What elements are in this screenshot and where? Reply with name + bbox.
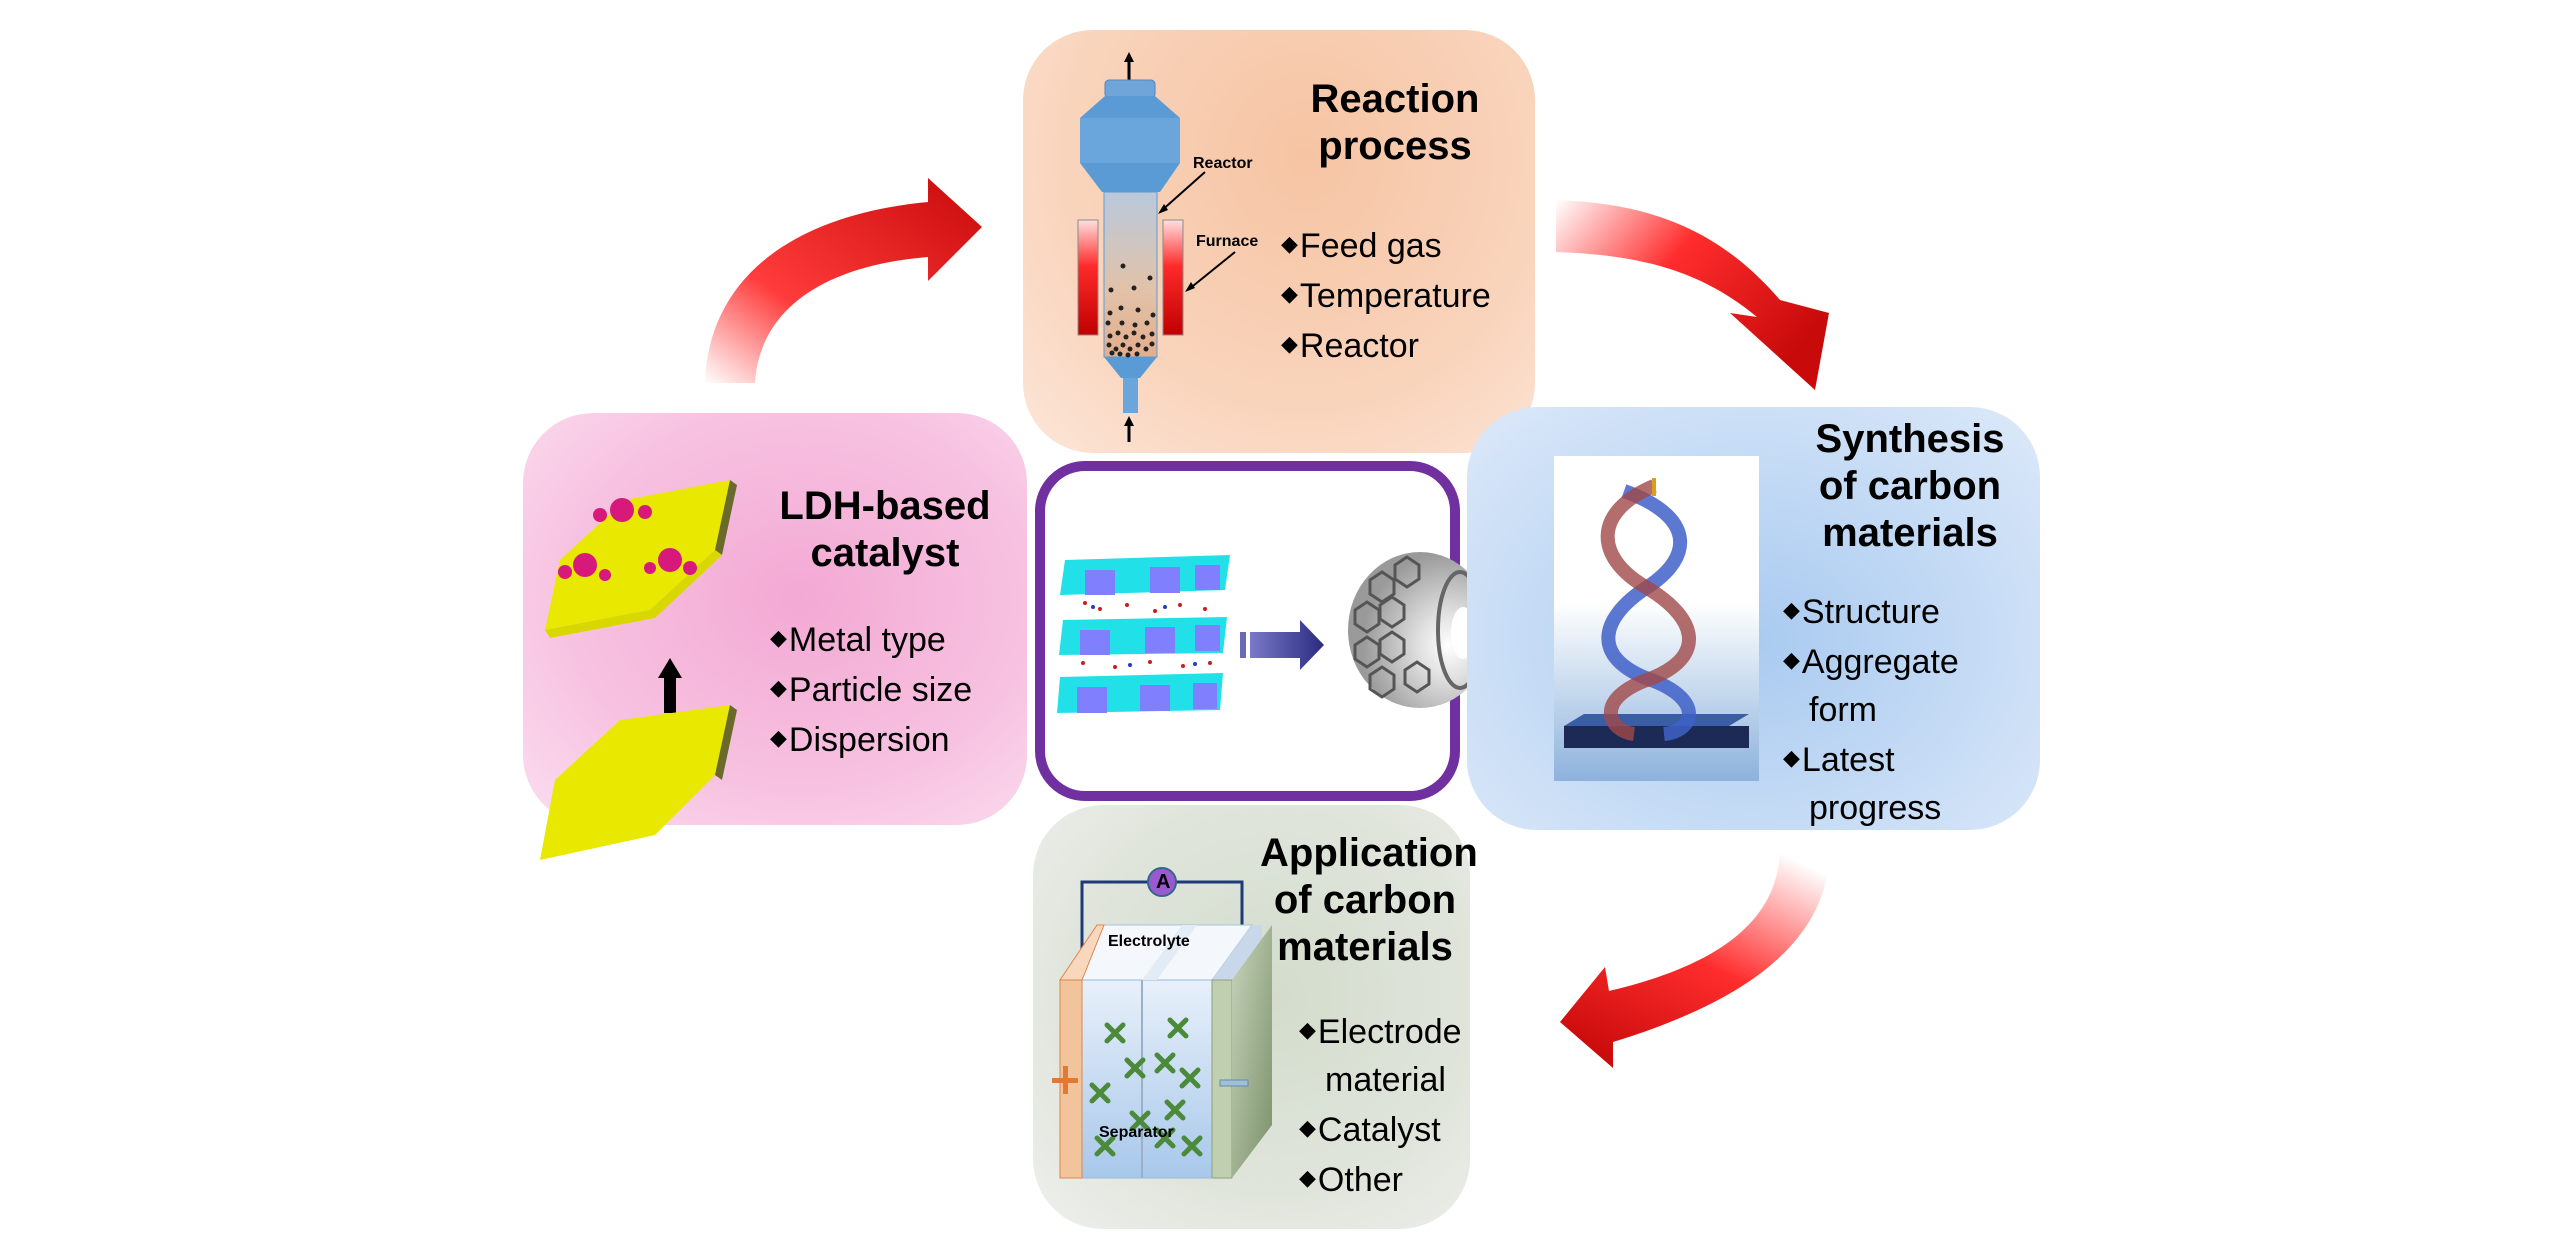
diamond-bullet-icon: ◆ [1281, 231, 1298, 256]
diamond-bullet-icon: ◆ [1783, 647, 1800, 672]
reaction-title: Reaction process [1310, 77, 1480, 169]
arrow-synthesis-to-application [1560, 850, 1830, 1068]
application-bullets: ◆Electrode material ◆Catalyst ◆Other [1299, 1006, 1462, 1204]
bullet-item: ◆Temperature [1281, 277, 1491, 315]
application-title: Application of carbon materials [1260, 831, 1478, 970]
arrow-reaction-to-synthesis [1556, 200, 1829, 390]
plus-terminal-icon [1052, 1066, 1078, 1094]
helical-carbon-fiber-illustration [1554, 456, 1759, 781]
diamond-bullet-icon: ◆ [1281, 281, 1298, 306]
ldh-title: LDH-based catalyst [779, 484, 991, 576]
diamond-bullet-icon: ◆ [1299, 1165, 1316, 1190]
synthesis-title: Synthesis of carbon materials [1815, 417, 2005, 556]
diamond-bullet-icon: ◆ [1783, 745, 1800, 770]
reactor-pointer [1159, 171, 1206, 213]
bullet-item: ◆Reactor [1281, 327, 1419, 365]
bullet-item: ◆Dispersion [770, 721, 950, 759]
minus-terminal-icon [1219, 1079, 1249, 1087]
ammeter-icon [1147, 867, 1177, 897]
bullet-item: ◆Other [1299, 1161, 1403, 1199]
ldh-layer-top [1060, 555, 1230, 595]
diamond-bullet-icon: ◆ [1783, 597, 1800, 622]
furnace-right [1162, 219, 1184, 336]
ammeter-label: A [1156, 871, 1171, 893]
bullet-item: ◆Metal type [770, 621, 946, 659]
diamond-bullet-icon: ◆ [1299, 1115, 1316, 1140]
negative-electrode [1211, 979, 1233, 1179]
reaction-bullets: ◆Feed gas ◆Temperature ◆Reactor [1281, 220, 1491, 370]
arrow-ldh-to-reaction [705, 178, 982, 383]
ldh-bullets: ◆Metal type ◆Particle size ◆Dispersion [770, 614, 972, 764]
catalyst-particles [1105, 263, 1156, 358]
diamond-bullet-icon: ◆ [770, 625, 787, 650]
battery-cell-illustration [1052, 867, 1272, 1179]
bullet-item: ◆Structure [1783, 593, 1940, 631]
furnace-pointer [1187, 251, 1236, 291]
furnace-label: Furnace [1196, 233, 1259, 250]
ion-particles [1089, 1017, 1203, 1157]
reactor-illustration [1077, 52, 1236, 442]
inlet-arrow-icon [1124, 416, 1134, 442]
diamond-bullet-icon: ◆ [1281, 331, 1298, 356]
interlayer-anions [1081, 601, 1212, 669]
separator-label: Separator [1099, 1124, 1174, 1141]
diamond-bullet-icon: ◆ [1299, 1017, 1316, 1042]
reactor-label: Reactor [1193, 155, 1253, 172]
electrolyte-label: Electrolyte [1108, 933, 1190, 950]
bullet-item: ◆Latest [1783, 741, 1895, 779]
bullet-item: ◆Electrode [1299, 1013, 1462, 1051]
ldh-layer-structure-icon [1057, 555, 1230, 713]
bullet-item: ◆Aggregate [1783, 643, 1959, 681]
ldh-layer-bottom [1057, 673, 1223, 713]
up-arrow-icon [658, 658, 682, 713]
synthesis-bullets: ◆Structure ◆Aggregate form ◆Latest progr… [1783, 586, 1959, 832]
outlet-arrow-icon [1124, 52, 1134, 80]
bullet-item: ◆Feed gas [1281, 227, 1442, 265]
bullet-item: ◆Particle size [770, 671, 973, 709]
conversion-arrow-icon [1240, 620, 1324, 670]
diamond-bullet-icon: ◆ [770, 675, 787, 700]
bullet-item: ◆Catalyst [1299, 1111, 1441, 1149]
ldh-layer-middle [1059, 617, 1227, 655]
furnace-left [1077, 219, 1099, 336]
diamond-bullet-icon: ◆ [770, 725, 787, 750]
ldh-hexagon-illustration [540, 480, 737, 860]
hexagon-with-particles-icon [545, 480, 737, 638]
plain-hexagon-icon [540, 705, 737, 860]
